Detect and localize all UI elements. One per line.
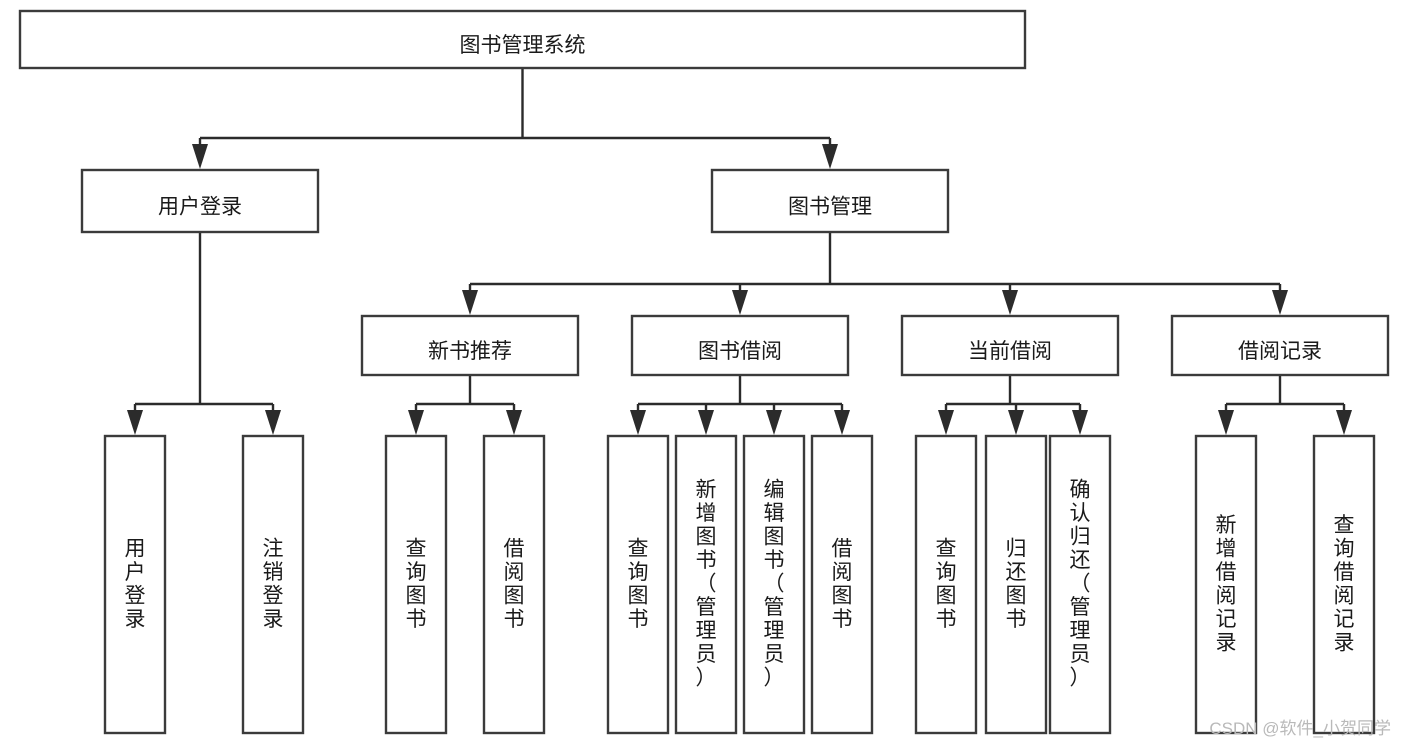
arrow-head-icon xyxy=(127,410,143,435)
node-label: 注销登录 xyxy=(263,537,284,631)
edge-group-borrow xyxy=(630,375,850,435)
node-box[interactable] xyxy=(710,168,950,234)
node-leaf-user-logout[interactable]: 注销登录 xyxy=(241,434,305,735)
node-box[interactable] xyxy=(18,9,1027,70)
node-box[interactable] xyxy=(1194,434,1258,735)
arrow-head-icon xyxy=(630,410,646,435)
node-box[interactable] xyxy=(482,434,546,735)
arrow-head-icon xyxy=(1336,410,1352,435)
node-label: 用户登录 xyxy=(158,196,242,219)
node-box[interactable] xyxy=(1312,434,1376,735)
node-leaf-cur-confirm[interactable]: 确认归还（管理员） xyxy=(1048,434,1112,735)
node-label: 借阅图书 xyxy=(832,537,853,631)
node-label: 查询图书 xyxy=(406,537,427,631)
nodes-layer: 图书管理系统用户登录图书管理新书推荐图书借阅当前借阅借阅记录用户登录注销登录查询… xyxy=(18,9,1390,735)
node-label: 图书管理 xyxy=(788,196,872,219)
node-box[interactable] xyxy=(1048,434,1112,735)
node-box[interactable] xyxy=(360,314,580,377)
arrow-head-icon xyxy=(1272,290,1288,315)
arrow-head-icon xyxy=(1218,410,1234,435)
edge-group-records xyxy=(1218,375,1352,435)
node-box[interactable] xyxy=(606,434,670,735)
edges-layer xyxy=(127,68,1352,435)
arrow-head-icon xyxy=(408,410,424,435)
arrow-head-icon xyxy=(938,410,954,435)
arrow-head-icon xyxy=(822,144,838,169)
node-leaf-cur-query[interactable]: 查询图书 xyxy=(914,434,978,735)
arrow-head-icon xyxy=(1072,410,1088,435)
arrow-head-icon xyxy=(732,290,748,315)
node-box[interactable] xyxy=(674,434,738,735)
node-borrow[interactable]: 图书借阅 xyxy=(630,314,850,377)
node-label: 编辑图书（管理员） xyxy=(764,478,785,689)
arrow-head-icon xyxy=(1008,410,1024,435)
node-label: 新书推荐 xyxy=(428,340,512,363)
arrow-head-icon xyxy=(506,410,522,435)
node-records[interactable]: 借阅记录 xyxy=(1170,314,1390,377)
node-label: 确认归还（管理员） xyxy=(1070,478,1091,689)
arrow-head-icon xyxy=(766,410,782,435)
node-box[interactable] xyxy=(984,434,1048,735)
arrow-head-icon xyxy=(698,410,714,435)
node-box[interactable] xyxy=(742,434,806,735)
node-leaf-borrow-lend[interactable]: 借阅图书 xyxy=(810,434,874,735)
node-label: 图书借阅 xyxy=(698,340,782,363)
node-label: 图书管理系统 xyxy=(460,34,586,57)
node-box[interactable] xyxy=(1170,314,1390,377)
edge-group-root xyxy=(192,68,838,169)
node-label: 新增图书（管理员） xyxy=(696,478,717,689)
node-leaf-cur-return[interactable]: 归还图书 xyxy=(984,434,1048,735)
arrow-head-icon xyxy=(265,410,281,435)
node-box[interactable] xyxy=(80,168,320,234)
node-box[interactable] xyxy=(384,434,448,735)
node-leaf-new-borrow[interactable]: 借阅图书 xyxy=(482,434,546,735)
node-box[interactable] xyxy=(103,434,167,735)
arrow-head-icon xyxy=(834,410,850,435)
node-current[interactable]: 当前借阅 xyxy=(900,314,1120,377)
node-leaf-borrow-query[interactable]: 查询图书 xyxy=(606,434,670,735)
edge-group-login xyxy=(127,232,281,435)
node-label: 当前借阅 xyxy=(968,340,1052,363)
arrow-head-icon xyxy=(1002,290,1018,315)
node-leaf-user-login[interactable]: 用户登录 xyxy=(103,434,167,735)
node-label: 用户登录 xyxy=(125,537,146,631)
edge-group-current xyxy=(938,375,1088,435)
node-login[interactable]: 用户登录 xyxy=(80,168,320,234)
node-label: 借阅记录 xyxy=(1238,340,1322,363)
node-label: 查询图书 xyxy=(628,537,649,631)
node-leaf-rec-query[interactable]: 查询借阅记录 xyxy=(1312,434,1376,735)
arrow-head-icon xyxy=(192,144,208,169)
node-box[interactable] xyxy=(810,434,874,735)
node-box[interactable] xyxy=(900,314,1120,377)
edge-group-newbook xyxy=(408,375,522,435)
node-box[interactable] xyxy=(914,434,978,735)
node-newbook[interactable]: 新书推荐 xyxy=(360,314,580,377)
node-label: 借阅图书 xyxy=(504,537,525,631)
node-leaf-borrow-edit[interactable]: 编辑图书（管理员） xyxy=(742,434,806,735)
node-label: 查询借阅记录 xyxy=(1334,513,1355,654)
node-box[interactable] xyxy=(241,434,305,735)
node-leaf-rec-add[interactable]: 新增借阅记录 xyxy=(1194,434,1258,735)
node-label: 归还图书 xyxy=(1006,537,1027,631)
edge-group-bookmgmt xyxy=(462,232,1288,315)
arrow-head-icon xyxy=(462,290,478,315)
node-leaf-borrow-add[interactable]: 新增图书（管理员） xyxy=(674,434,738,735)
node-label: 查询图书 xyxy=(936,537,957,631)
node-label: 新增借阅记录 xyxy=(1216,513,1237,654)
node-box[interactable] xyxy=(630,314,850,377)
node-root[interactable]: 图书管理系统 xyxy=(18,9,1027,70)
node-leaf-new-query[interactable]: 查询图书 xyxy=(384,434,448,735)
watermark-label: CSDN @软件_小贺同学 xyxy=(1209,719,1391,738)
node-bookmgmt[interactable]: 图书管理 xyxy=(710,168,950,234)
